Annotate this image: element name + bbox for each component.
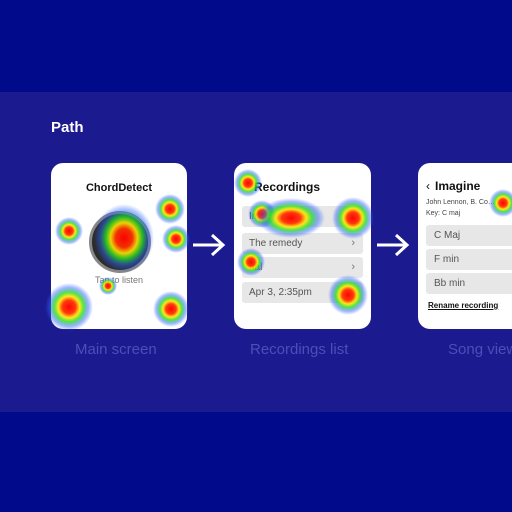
recording-row[interactable]: Apr 3, 2:35pm (242, 282, 363, 303)
recording-row-label: Ital (249, 262, 263, 273)
song-header: ‹ Imagine (426, 179, 480, 193)
chord-label: F min (434, 254, 459, 265)
recording-row[interactable]: Im… (242, 206, 363, 227)
chord-label: C Maj (434, 230, 461, 241)
chevron-left-icon[interactable]: ‹ (426, 179, 430, 193)
song-artist: John Lennon, B. Co… (426, 199, 495, 206)
app-title: ChordDetect (85, 182, 152, 194)
main-screen-caption: Main screen (75, 341, 157, 358)
listen-button[interactable] (89, 211, 151, 273)
chord-row[interactable]: C Maj (426, 225, 512, 246)
recording-row-label: Im… (249, 211, 271, 222)
rename-recording-link[interactable]: Rename recording (428, 301, 499, 310)
chord-row[interactable]: F min (426, 249, 512, 270)
chevron-right-icon: › (351, 261, 355, 273)
chevron-right-icon: › (351, 237, 355, 249)
arrow-right-icon (193, 233, 226, 257)
song-title: Imagine (435, 179, 481, 193)
recording-row-label: Apr 3, 2:35pm (249, 287, 312, 298)
recordings-caption: Recordings list (250, 341, 349, 358)
chord-row[interactable]: Bb min (426, 273, 512, 294)
tap-to-listen-label: Tap to listen (94, 275, 144, 285)
song-view-card[interactable]: ‹Imagine John Lennon, B. Co… Key: C maj … (418, 163, 512, 329)
recording-row-label: The remedy (249, 238, 303, 249)
recording-row[interactable]: Ital › (242, 257, 363, 278)
recordings-screen-card[interactable]: Recordings Im… The remedy › Ital › Apr 3… (234, 163, 371, 329)
recording-row[interactable]: The remedy › (242, 233, 363, 254)
arrow-right-icon (377, 233, 410, 257)
recordings-title: Recordings (254, 180, 321, 194)
main-screen-card[interactable]: ChordDetect Tap to listen (51, 163, 187, 329)
song-view-caption: Song view (448, 341, 512, 358)
section-title: Path (51, 119, 84, 136)
chord-label: Bb min (434, 278, 466, 289)
song-key: Key: C maj (426, 210, 461, 217)
